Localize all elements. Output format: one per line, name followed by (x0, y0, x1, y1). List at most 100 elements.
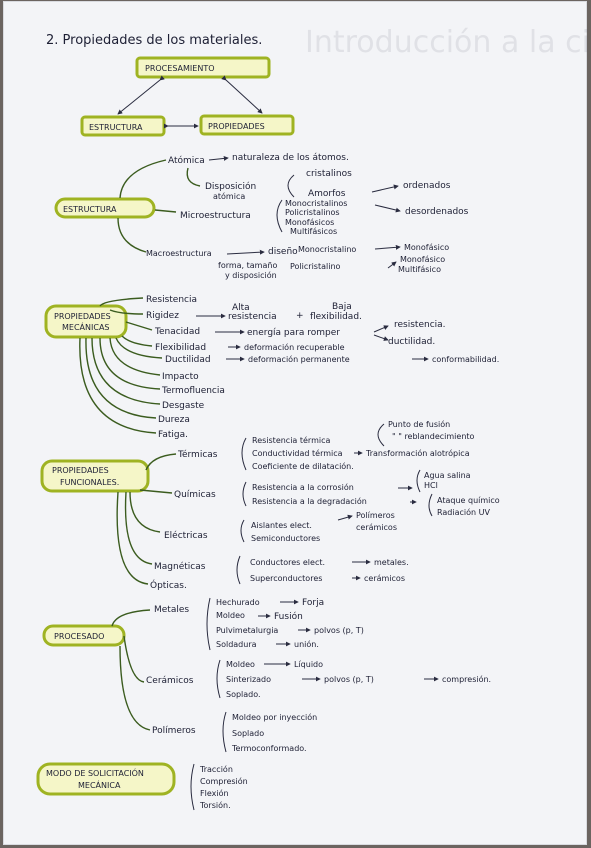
term-item-2: Conductividad térmica (252, 448, 343, 458)
met-item-2: Moldeo (216, 611, 245, 620)
atomica-desc: naturaleza de los átomos. (232, 153, 349, 163)
ceramicos-label: Cerámicos (146, 676, 194, 686)
funcionales-box: PROPIEDADES (52, 466, 109, 475)
forma-text: forma, tamaño (218, 261, 277, 270)
microestructura-label: Microestructura (180, 211, 251, 221)
flex-desc: deformación recuperable (244, 342, 345, 352)
monocristalino-text: Monocristalino (298, 245, 356, 254)
propiedades-top-box: PROPIEDADES (208, 122, 265, 131)
solic-item-2: Compresión (200, 776, 248, 786)
term-item-1: Resistencia térmica (252, 435, 330, 445)
disposicion-label-2: atómica (213, 191, 245, 201)
magneticas-label: Magnéticas (154, 561, 206, 572)
pol-item-1: Moldeo por inyección (232, 712, 317, 722)
transformacion-text: Transformación alotrópica (365, 448, 470, 458)
mecanicas-box-2: MECÁNICAS (62, 321, 110, 332)
polimeros-text: Polímeros (356, 511, 395, 520)
monofasico-2-text: Monofásico (400, 255, 445, 264)
quimicas-label: Químicas (174, 490, 216, 500)
forma-text-2: y disposición (225, 270, 277, 280)
solicitacion-box: MODO DE SOLICITACIÓN (46, 767, 144, 778)
mec-item-4: Flexibilidad (155, 343, 206, 353)
polimeros-label: Polímeros (152, 726, 196, 736)
radiacion-uv-text: Radiación UV (437, 507, 490, 517)
micro-item-4: Multifásicos (290, 227, 337, 236)
monofasico-text: Monofásico (404, 243, 449, 252)
mec-item-1: Resistencia (146, 295, 197, 305)
page-title: 2. Propiedades de los materiales. (46, 33, 262, 48)
macroestructura-label: Macroestructura (146, 249, 212, 258)
metales-text: metales. (374, 558, 409, 567)
met-item-3: Pulvimetalurgia (216, 626, 278, 635)
mec-item-10: Fatiga. (158, 430, 188, 440)
hcl-text: HCl (424, 481, 438, 490)
diseno-text: diseño (268, 247, 298, 257)
ceramicos-2-text: cerámicos (364, 574, 405, 583)
fusion-proc-text: Fusión (274, 611, 303, 622)
estructura-top-box: ESTRUCTURA (89, 123, 143, 132)
policristalino-text: Policristalino (290, 262, 341, 271)
agua-salina-text: Agua salina (424, 471, 471, 480)
funcionales-box-2: FUNCIONALES. (60, 478, 119, 487)
micro-item-2: Policristalinos (285, 208, 340, 217)
atomica-label: Atómica (168, 155, 205, 166)
cer-item-1: Moldeo (226, 660, 255, 669)
disposicion-label: Disposición (205, 181, 256, 192)
desordenados-text: desordenados (405, 207, 469, 217)
met-item-4: Soldadura (216, 640, 257, 649)
polvos-2-text: polvos (p, T) (324, 675, 374, 684)
procesado-box: PROCESADO (54, 632, 104, 641)
compresion-text: compresión. (442, 674, 491, 684)
mec-item-3: Tenacidad (154, 327, 200, 337)
mec-item-6: Impacto (162, 372, 199, 382)
solic-item-3: Flexión (200, 788, 229, 798)
mecanicas-box: PROPIEDADES (54, 312, 111, 321)
baja-text: Baja (332, 302, 352, 312)
termicas-label: Térmicas (177, 449, 218, 460)
baja-desc: flexibilidad. (310, 312, 362, 322)
forja-text: Forja (302, 598, 324, 608)
amorfos-text: Amorfos (308, 189, 346, 199)
pol-item-3: Termoconformado. (231, 744, 307, 753)
multifasico-text: Multifásico (398, 265, 441, 274)
conductores-text: Conductores elect. (250, 558, 325, 567)
mec-item-2: Rigidez (146, 311, 179, 321)
mec-item-8: Desgaste (162, 401, 205, 411)
ceramicos-text: cerámicos (356, 523, 397, 532)
solic-item-1: Tracción (199, 764, 233, 774)
micro-item-3: Monofásicos (285, 218, 334, 227)
estructura-box: ESTRUCTURA (63, 205, 117, 214)
solic-item-4: Torsión. (199, 800, 231, 810)
fusion-text: Punto de fusión (388, 419, 450, 429)
ordenados-text: ordenados (403, 181, 451, 191)
superconductores-text: Superconductores (250, 574, 322, 583)
bleed-through-text: Introducción a la ciencia (305, 25, 591, 60)
cer-item-2: Sinterizado (226, 675, 271, 684)
alta-desc: resistencia (228, 312, 277, 322)
opticas-label: Ópticas. (150, 579, 187, 591)
solicitacion-box-2: MECÁNICA (78, 779, 121, 790)
micro-item-1: Monocristalinos (285, 199, 347, 208)
met-item-1: Hechurado (216, 598, 260, 607)
cristalinos-text: cristalinos (306, 169, 352, 179)
union-text: unión. (294, 639, 319, 649)
elec-item-1: Aislantes elect. (251, 521, 312, 530)
notebook-page (4, 2, 586, 844)
metales-label: Metales (154, 605, 189, 615)
duct-desc: deformación permanente (248, 354, 350, 364)
quim-item-2: Resistencia a la degradación (252, 496, 367, 506)
procesamiento-box: PROCESAMIENTO (145, 64, 215, 73)
ductilidad-2-text: ductilidad. (388, 337, 435, 347)
term-item-3: Coeficiente de dilatación. (252, 461, 354, 471)
ataque-quimico-text: Ataque químico (437, 496, 500, 505)
liquido-text: Líquido (294, 660, 323, 669)
cer-item-3: Soplado. (226, 690, 261, 699)
tenacidad-desc: energía para romper (247, 328, 340, 338)
resistencia-2-text: resistencia. (394, 320, 446, 330)
pol-item-2: Soplado (232, 729, 264, 738)
conformabilidad-text: conformabilidad. (432, 355, 499, 364)
mec-item-7: Termofluencia (161, 386, 225, 396)
alta-text: Alta (232, 303, 250, 313)
quim-item-1: Resistencia a la corrosión (252, 482, 354, 492)
